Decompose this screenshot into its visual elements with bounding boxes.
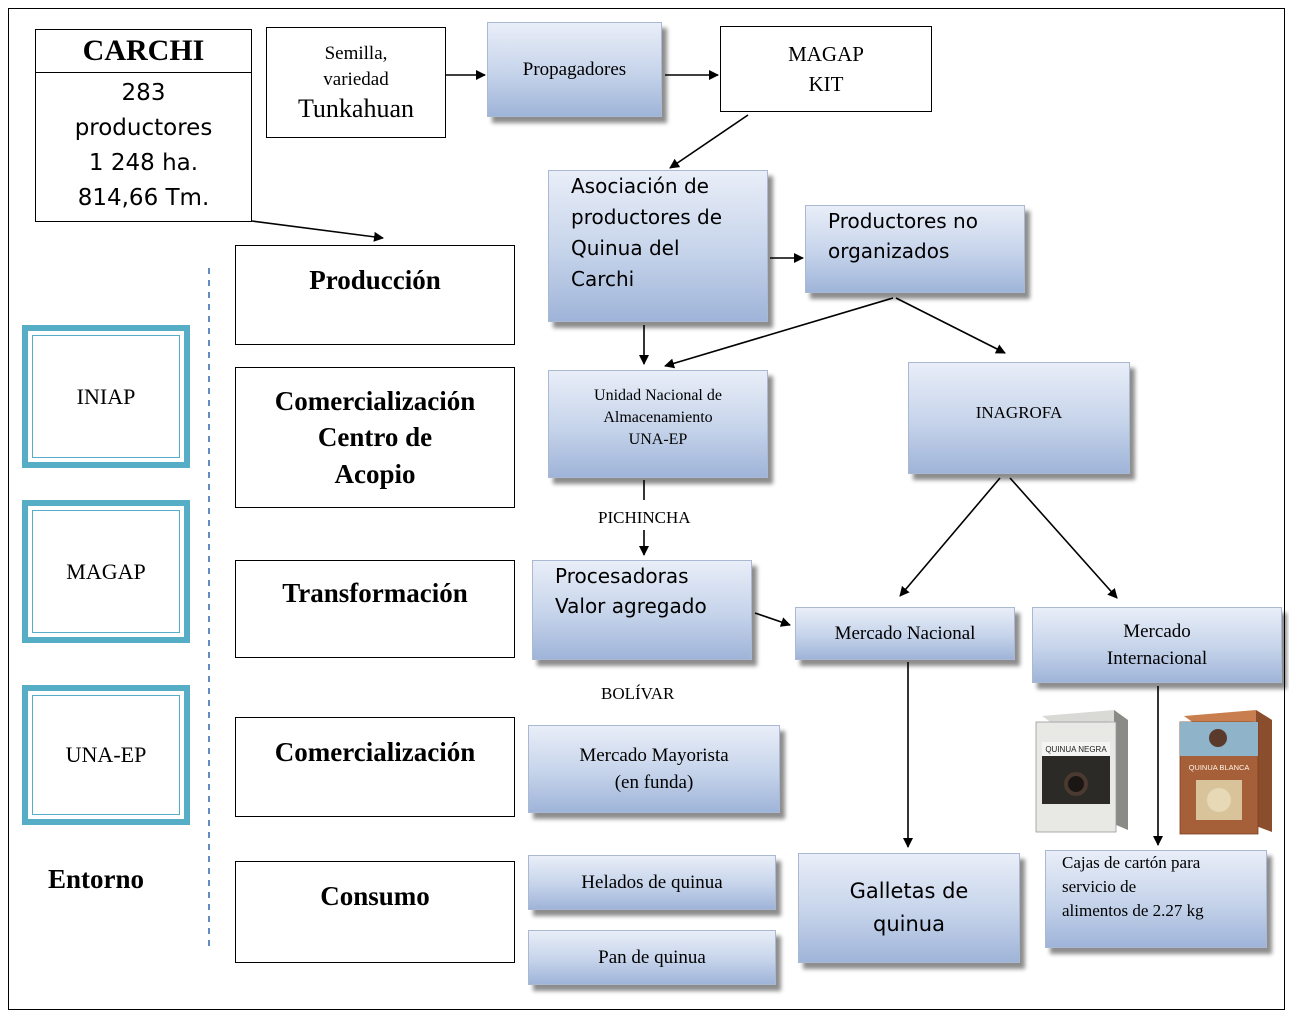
stage-consumo: Consumo (235, 861, 515, 963)
arrow-procesadoras-to-nacional (754, 612, 791, 627)
entorno-magap: MAGAP (22, 500, 190, 643)
arrow-no-organizados-to-una (664, 297, 894, 369)
mayorista-line: (en funda) (614, 772, 694, 793)
pichincha-label: PICHINCHA (598, 508, 691, 527)
inagrofa-label: INAGROFA (975, 403, 1063, 422)
cajas-line: Cajas de cartón para (1062, 853, 1201, 872)
carchi-line: 283 (121, 80, 166, 106)
stage-produccion: Producción (235, 245, 515, 345)
entorno-iniap-label: INIAP (76, 383, 136, 409)
entorno-una-ep: UNA-EP (22, 685, 190, 825)
mercado-nacional-label: Mercado Nacional (834, 622, 976, 644)
procesadoras-node: Procesadoras Valor agregado (532, 560, 752, 660)
arrow-magap-to-asociacion (669, 114, 749, 169)
propagadores-node: Propagadores (487, 22, 662, 117)
entorno-title: Entorno (48, 864, 145, 894)
una-line: Unidad Nacional de (594, 387, 722, 404)
arrow-inagrofa-to-internacional (1009, 477, 1118, 599)
diagram-frame (8, 8, 1285, 1010)
entorno-una-ep-label: UNA-EP (65, 742, 147, 767)
entorno-magap-label: MAGAP (66, 558, 146, 584)
magap-kit-line: MAGAP (788, 42, 864, 66)
asociacion-line: productores de (571, 205, 723, 229)
inagrofa-node: INAGROFA (908, 362, 1130, 474)
mercado-internacional-line: Mercado (1123, 621, 1191, 642)
productores-no-organizados-node: Productores no organizados (805, 205, 1025, 293)
bolivar-label: BOLÍVAR (601, 684, 675, 703)
stage-line: Centro de (317, 422, 433, 453)
quinua-blanca-package: QUINUA BLANCA (1178, 708, 1278, 838)
carchi-stats: 283 productores 1 248 ha. 814,66 Tm. (75, 73, 213, 216)
carchi-box: CARCHI 283 productores 1 248 ha. 814,66 … (35, 29, 252, 222)
mayorista-line: Mercado Mayorista (579, 745, 729, 766)
magap-kit-line: KIT (808, 72, 844, 96)
stage-line: Comercialización (274, 385, 476, 416)
seed-line: variedad (323, 68, 389, 90)
carchi-line: 1 248 ha. (88, 150, 199, 176)
mercado-internacional-line: Internacional (1106, 648, 1208, 669)
asociacion-line: Carchi (571, 267, 635, 291)
helados-node: Helados de quinua (528, 855, 776, 910)
stage-transformacion-label: Transformación (282, 578, 468, 608)
una-line: Almacenamiento (603, 409, 713, 426)
arrow-no-organizados-to-inagrofa (895, 297, 1006, 354)
pan-node: Pan de quinua (528, 930, 776, 985)
quinua-negra-package: QUINUA NEGRA (1032, 708, 1132, 838)
carchi-title: CARCHI (36, 30, 251, 73)
stage-consumo-label: Consumo (320, 881, 430, 911)
pan-label: Pan de quinua (598, 946, 706, 968)
carchi-line: productores (74, 115, 213, 141)
entorno-iniap: INIAP (22, 325, 190, 468)
una-ep-node: Unidad Nacional de Almacenamiento UNA-EP (548, 370, 768, 478)
seed-line: Tunkahuan (297, 93, 415, 123)
propagadores-label: Propagadores (522, 58, 627, 80)
stage-comercializacion-acopio: Comercialización Centro de Acopio (235, 367, 515, 508)
procesadoras-line: Procesadoras (555, 564, 689, 588)
no-organizados-line: organizados (828, 239, 950, 263)
cajas-node: Cajas de cartón para servicio de aliment… (1045, 850, 1267, 948)
magap-kit-box: MAGAP KIT (720, 26, 932, 112)
procesadoras-line: Valor agregado (555, 594, 707, 618)
helados-label: Helados de quinua (581, 871, 723, 893)
stage-transformacion: Transformación (235, 560, 515, 658)
quinua-blanca-text: QUINUA BLANCA (1189, 763, 1250, 772)
stage-comercializacion: Comercialización (235, 717, 515, 817)
galletas-node: Galletas de quinua (798, 853, 1020, 963)
arrow-inagrofa-to-nacional (899, 477, 1001, 597)
asociacion-line: Asociación de (571, 174, 709, 198)
stage-line: Acopio (334, 458, 416, 489)
carchi-line: 814,66 Tm. (77, 185, 210, 211)
no-organizados-line: Productores no (828, 209, 978, 233)
cajas-line: servicio de (1062, 877, 1137, 896)
mercado-mayorista-node: Mercado Mayorista (en funda) (528, 725, 780, 813)
quinua-negra-text: QUINUA NEGRA (1045, 745, 1107, 754)
cajas-line: alimentos de 2.27 kg (1062, 901, 1204, 920)
seed-box: Semilla, variedad Tunkahuan (266, 27, 446, 138)
asociacion-line: Quinua del (571, 236, 680, 260)
seed-line: Semilla, (324, 42, 388, 64)
mercado-nacional-node: Mercado Nacional (795, 607, 1015, 660)
arrow-carchi-to-produccion (251, 220, 384, 242)
stage-produccion-label: Producción (309, 265, 441, 295)
mercado-internacional-node: Mercado Internacional (1032, 607, 1282, 683)
una-line: UNA-EP (628, 431, 688, 448)
galletas-line: quinua (873, 912, 945, 936)
asociacion-node: Asociación de productores de Quinua del … (548, 170, 768, 322)
stage-comercializacion-label: Comercialización (274, 737, 476, 767)
galletas-line: Galletas de (849, 879, 969, 903)
